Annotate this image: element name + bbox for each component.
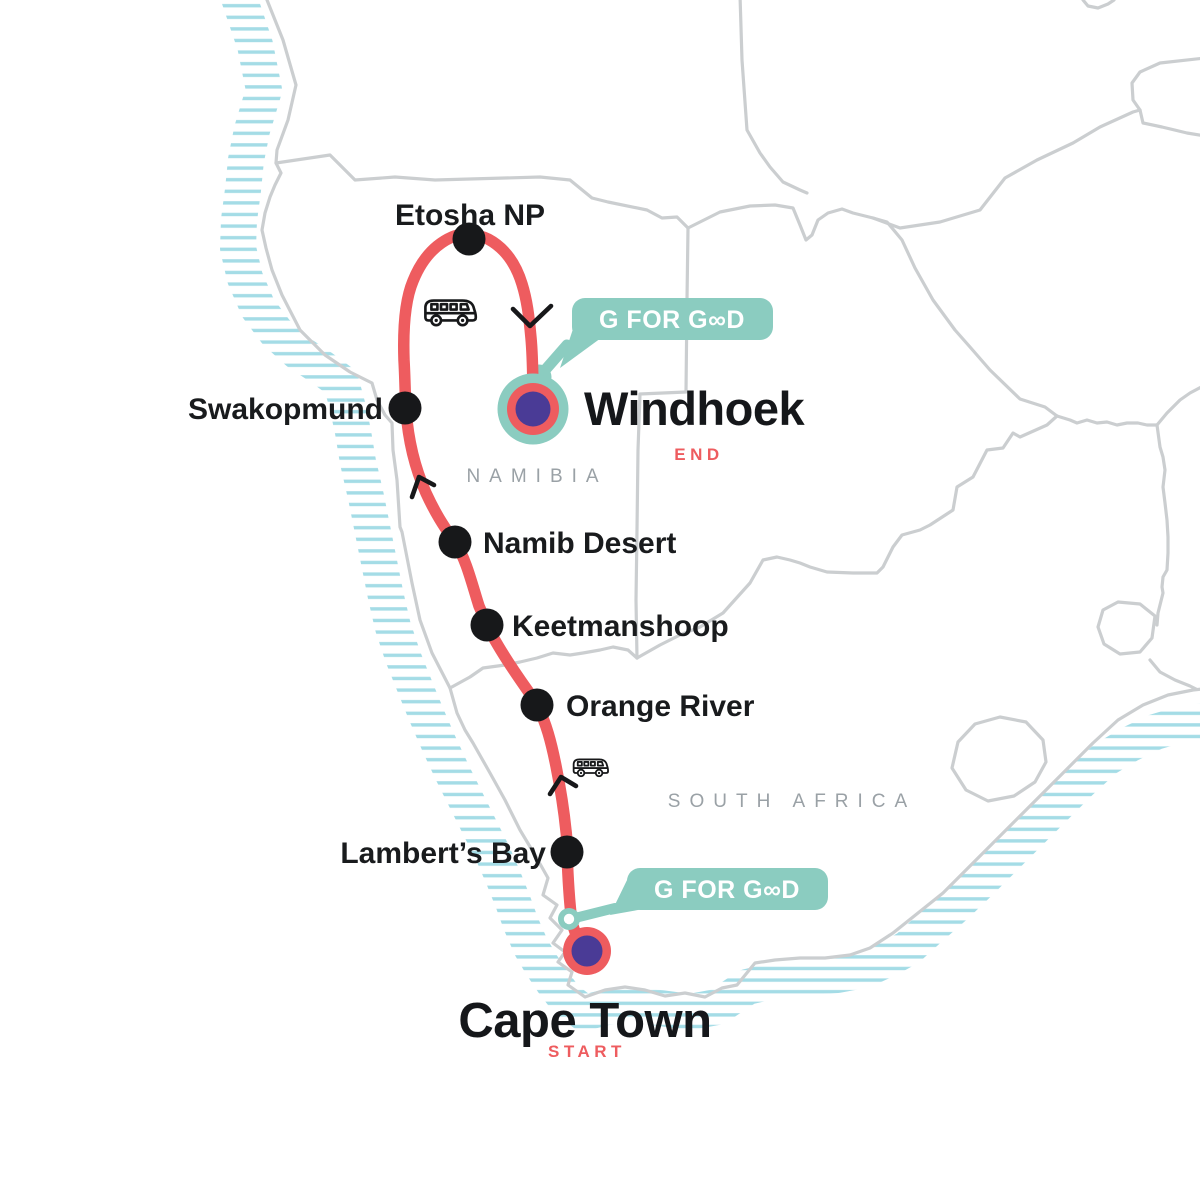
stop-dot-swakopmund <box>388 391 422 425</box>
border-namibia-botswana <box>634 226 690 660</box>
border-eswatini <box>1096 600 1157 656</box>
stop-label-orange-river: Orange River <box>566 690 755 723</box>
border-zambezi-hook <box>1130 56 1200 137</box>
border-southafrica-mozambique <box>1155 423 1170 627</box>
end-marker-windhoek <box>497 373 569 445</box>
stop-label-keetmanshoop: Keetmanshoop <box>512 610 729 643</box>
stop-label-etosha-np: Etosha NP <box>395 199 545 232</box>
country-borders <box>260 0 1200 999</box>
badge-background <box>627 868 828 910</box>
border-lesotho <box>950 715 1048 803</box>
stop-labels: Etosha NP Swakopmund Namib Desert Keetma… <box>188 199 755 870</box>
stop-dot-keetmanshoop <box>470 608 504 642</box>
border-botswana-zimbabwe <box>871 216 1059 418</box>
badge-label: G FOR G∞D <box>654 876 800 904</box>
border-zimbabwe-mozambique <box>1155 385 1200 427</box>
stop-dot-orange-river <box>520 688 554 722</box>
border-mozambique-coastal <box>1148 658 1198 691</box>
route-direction-arrow-icon <box>409 474 437 500</box>
stop-dots <box>388 222 584 869</box>
badge-knob-center <box>563 913 575 925</box>
start-marker-cape-town <box>558 908 611 975</box>
city-label-windhoek: Windhoek <box>584 382 805 435</box>
g-for-good-badge-cape-town: G FOR G∞D <box>627 868 828 910</box>
start-marker-core <box>571 935 603 967</box>
end-marker-core <box>515 391 551 427</box>
bus-icon <box>572 758 609 778</box>
border-limpopo <box>1055 414 1159 427</box>
city-labels: Windhoek END Cape Town START <box>458 382 806 1061</box>
border-southafrica-botswana <box>635 414 1059 660</box>
badge-label: G FOR G∞D <box>599 306 745 334</box>
country-label-south-africa: SOUTH AFRICA <box>668 791 916 812</box>
stop-label-swakopmund: Swakopmund <box>188 393 383 426</box>
route-direction-arrow-icon <box>510 303 554 329</box>
g-for-good-badge-windhoek: G FOR G∞D <box>572 298 773 340</box>
country-label-namibia: NAMIBIA <box>466 466 607 487</box>
end-tag: END <box>674 445 723 464</box>
stop-dot-namib-desert <box>438 525 472 559</box>
start-tag: START <box>548 1042 626 1061</box>
badge-background <box>572 298 773 340</box>
border-angola-zambia <box>738 0 809 195</box>
stop-dot-etosha-np <box>452 222 486 256</box>
stop-dot-lamberts-bay <box>550 835 584 869</box>
border-caprivi-strip <box>686 203 875 242</box>
stop-label-namib-desert: Namib Desert <box>483 527 676 560</box>
city-label-cape-town: Cape Town <box>458 994 711 1048</box>
border-angola-namibia <box>274 153 690 230</box>
stop-label-lamberts-bay: Lambert’s Bay <box>340 837 546 870</box>
border-zambia-zimbabwe <box>871 108 1142 230</box>
border-orange-river-namibia-southafrica <box>448 645 639 690</box>
route-direction-arrow-icon <box>547 774 579 797</box>
coast-hatching-band <box>220 0 1200 1031</box>
border-top-squiggle <box>1081 0 1116 10</box>
bus-icon <box>424 299 478 327</box>
coastline <box>260 0 1200 999</box>
